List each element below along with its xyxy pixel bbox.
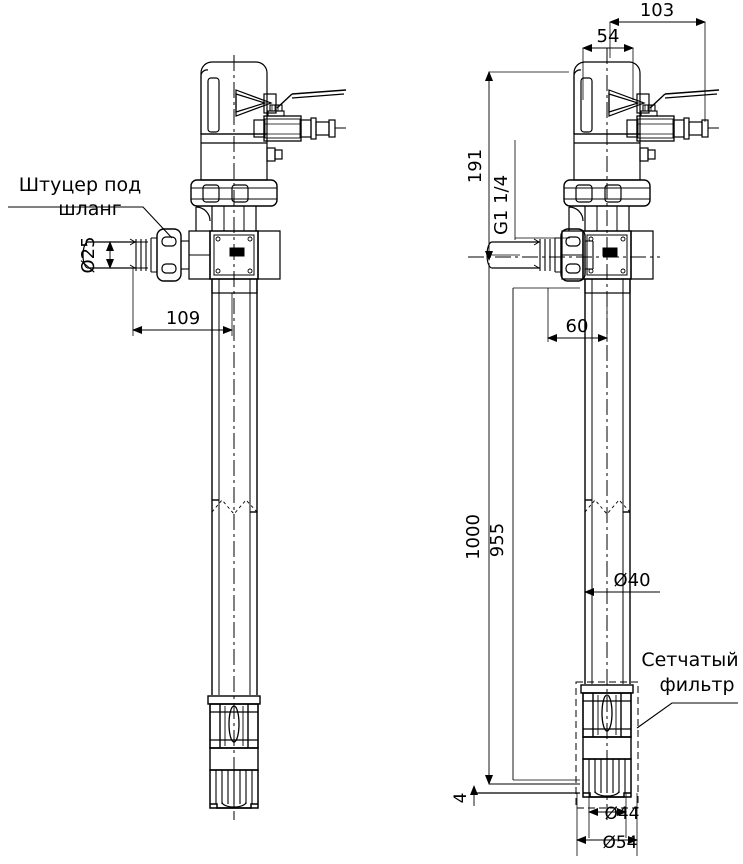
dim-total-length: 1000 bbox=[463, 263, 580, 785]
tee-housing-right bbox=[561, 206, 654, 280]
dim-hose-dia-left: Ø25 bbox=[78, 236, 148, 274]
dim-label-thread-size: G1 1/4 bbox=[491, 175, 512, 235]
annotation-hose-fitting-line2: шланг bbox=[58, 198, 122, 220]
dim-label-valve-reach: 103 bbox=[640, 0, 674, 21]
dim-clearance: 4 bbox=[451, 785, 580, 806]
leader-line-mesh-filter bbox=[636, 702, 738, 729]
dim-filter-inner: Ø44 bbox=[588, 793, 640, 838]
dim-label-clearance: 4 bbox=[451, 793, 471, 804]
left-view: Ø25 109 Штуцер под шланг bbox=[8, 55, 347, 820]
riser-pipe-right bbox=[584, 278, 631, 684]
dim-filter-outer: Ø54 bbox=[576, 793, 638, 856]
riser-pipe-left bbox=[211, 278, 258, 695]
dim-label-head-width: 54 bbox=[597, 26, 620, 47]
strainer-section-outline bbox=[575, 681, 639, 809]
tee-housing-left bbox=[188, 206, 281, 280]
dim-label-pipe-dia: Ø40 bbox=[613, 570, 650, 591]
pipe-break-symbol-left bbox=[211, 499, 258, 515]
dim-label-filter-inner: Ø44 bbox=[604, 804, 639, 824]
right-view: 103 54 191 G1 1/4 60 bbox=[451, 0, 739, 856]
dim-label-hose-offset: 109 bbox=[166, 308, 200, 329]
dim-pipe-length: 955 bbox=[487, 287, 580, 781]
dim-label-hose-dia: Ø25 bbox=[78, 236, 99, 273]
pump-body-left bbox=[190, 61, 283, 232]
pump-body-right bbox=[563, 61, 656, 232]
annotation-hose-fitting: Штуцер под шланг bbox=[8, 174, 173, 239]
dim-thread-size: G1 1/4 bbox=[491, 140, 570, 240]
dim-outlet-offset: 60 bbox=[547, 288, 608, 342]
annotation-mesh-filter-line1: Сетчатый bbox=[641, 649, 738, 671]
annotation-mesh-filter-line2: фильтр bbox=[659, 674, 734, 696]
dim-label-total-length: 1000 bbox=[463, 514, 484, 560]
dim-pipe-dia: Ø40 bbox=[584, 570, 660, 596]
annotation-mesh-filter: Сетчатый фильтр bbox=[636, 649, 739, 729]
dim-valve-reach: 103 bbox=[609, 0, 706, 122]
dim-label-head-height: 191 bbox=[465, 149, 486, 183]
leader-line-hose-fitting bbox=[8, 206, 173, 239]
dim-label-outlet-offset: 60 bbox=[566, 316, 589, 337]
ball-valve-left bbox=[253, 89, 347, 142]
dim-head-width: 54 bbox=[582, 26, 634, 100]
annotation-hose-fitting-line1: Штуцер под bbox=[19, 174, 142, 196]
dim-hose-offset-left: 109 bbox=[132, 268, 233, 336]
dim-head-height: 191 bbox=[465, 71, 569, 261]
pipe-break-symbol-right bbox=[584, 499, 631, 515]
dim-label-filter-outer: Ø54 bbox=[602, 833, 637, 853]
dim-label-pipe-length: 955 bbox=[487, 523, 508, 557]
